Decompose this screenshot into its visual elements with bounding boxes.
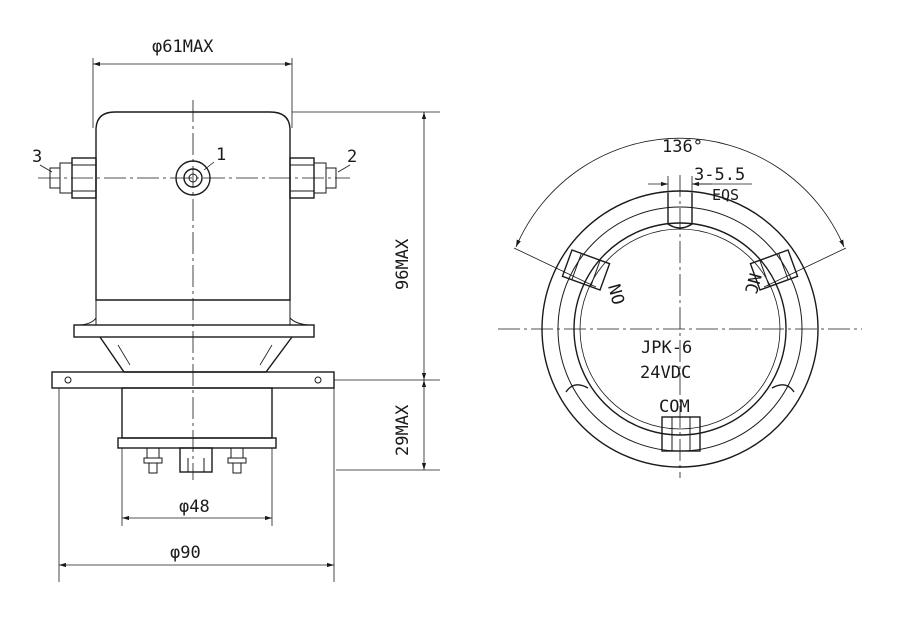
model-name: JPK-6: [641, 338, 692, 358]
dim-base-inner: φ48: [121, 448, 273, 526]
com-label: COM: [659, 397, 690, 417]
side-view: 3 1 2 φ61MAX 96MAX 29MAX: [32, 37, 440, 582]
dim-height-total: 96MAX: [292, 111, 440, 471]
no-label: NO: [603, 282, 628, 307]
terminal-2-label: 2: [347, 147, 357, 167]
dim-slot-note-label: EQS: [712, 186, 739, 204]
terminal-block: [117, 437, 277, 449]
dim-base-outer-label: φ90: [170, 543, 201, 563]
angle-arc: [515, 137, 845, 248]
terminal-3-label: 3: [32, 147, 42, 167]
dim-height-base-label: 29MAX: [393, 404, 413, 456]
model-voltage: 24VDC: [640, 363, 691, 383]
body-neck: [99, 336, 293, 373]
body-flange: [73, 324, 315, 338]
dim-slot-width-label: 3-5.5: [694, 165, 745, 185]
angle-label: 136°: [662, 137, 703, 157]
no-terminal: [561, 249, 611, 291]
dim-height-base: 29MAX: [334, 379, 440, 470]
com-terminal: [661, 416, 701, 452]
dim-base-outer: φ90: [58, 388, 335, 582]
nc-label: NC: [740, 271, 765, 296]
base-housing: [121, 387, 273, 439]
dim-base-inner-label: φ48: [179, 497, 210, 517]
dim-top-diameter-label: φ61MAX: [152, 37, 214, 57]
terminal-1-label: 1: [216, 145, 226, 165]
bottom-view: 136° 3-5.5 EQS NO NC COM JPK-6 24VDC: [498, 137, 862, 478]
bottom-terminals: [143, 447, 247, 474]
nc-terminal: [749, 249, 799, 291]
dim-slot-width: 3-5.5 EQS: [648, 165, 752, 204]
dim-top-diameter: φ61MAX: [92, 37, 293, 128]
relay-body: [95, 111, 291, 301]
dim-height-total-label: 96MAX: [393, 238, 413, 290]
